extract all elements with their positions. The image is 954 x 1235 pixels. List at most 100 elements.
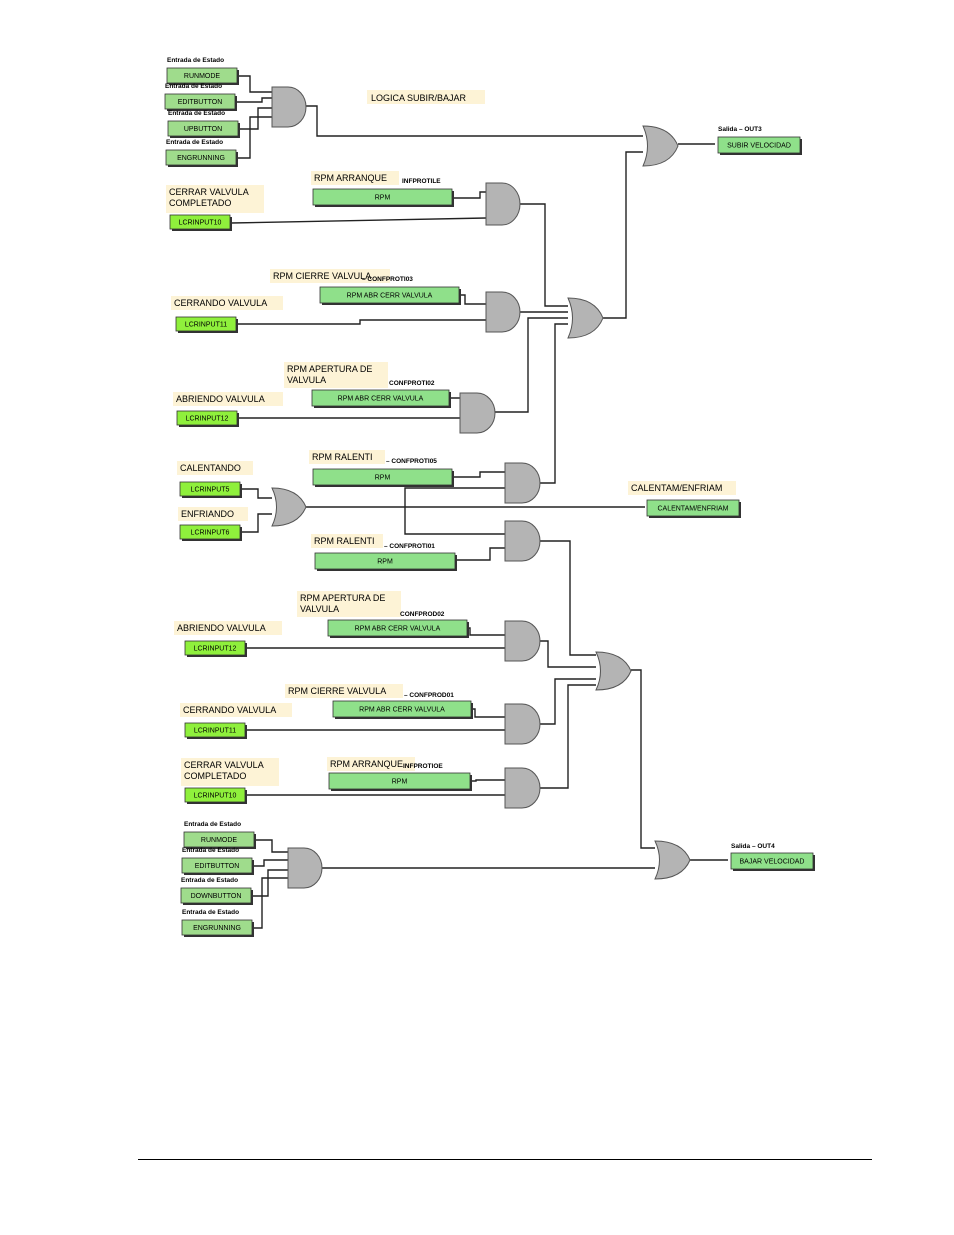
param-block-label: RPM <box>375 474 391 481</box>
note-label: RPM RALENTI <box>309 450 385 464</box>
note-line: CERRANDO VALVULA <box>174 298 267 308</box>
or-gate <box>654 840 691 880</box>
state-input-block-label: EDITBUTTON <box>195 863 240 870</box>
param-tag: INFPROTIOE <box>403 763 443 770</box>
state-input-caption: Entrada de Estado <box>182 909 239 916</box>
title-note-bg <box>367 90 485 104</box>
note-line: RPM CIERRE VALVULA <box>288 686 386 696</box>
param-block: RPM ABR CERR VALVULA <box>311 389 451 408</box>
note-line: COMPLETADO <box>169 198 231 208</box>
param-block-label: RPM ABR CERR VALVULA <box>359 706 445 713</box>
note-line: RPM ARRANQUE <box>314 173 387 183</box>
note-label: CALENTAM/ENFRIAM <box>628 481 736 495</box>
note-label: ENFRIANDO <box>178 507 248 521</box>
and-gate <box>504 703 541 745</box>
digital-input-block-label: LCRINPUT10 <box>194 792 237 799</box>
note-line: CALENTANDO <box>180 463 241 473</box>
output-caption: Salida – OUT3 <box>718 126 762 133</box>
output-block-label: SUBIR VELOCIDAD <box>727 142 791 149</box>
or-gate <box>567 297 604 339</box>
output-caption: Salida – OUT4 <box>731 843 775 850</box>
note-label: RPM CIERRE VALVULA <box>270 269 390 283</box>
state-input-block: EDITBUTTON <box>181 857 254 875</box>
output-block-label: CALENTAM/ENFRIAM <box>657 505 728 512</box>
state-input-block-label: RUNMODE <box>201 837 237 844</box>
state-input-caption: Entrada de Estado <box>165 83 222 90</box>
param-block-label: RPM <box>375 194 391 201</box>
and-gate <box>485 182 521 226</box>
param-block-label: RPM ABR CERR VALVULA <box>347 292 433 299</box>
wires <box>230 75 728 929</box>
digital-input-block: LCRINPUT12 <box>184 640 247 657</box>
param-tag: – CONFPROTI05 <box>386 458 437 465</box>
output-block: BAJAR VELOCIDAD <box>730 852 815 871</box>
note-line: RPM RALENTI <box>312 452 373 462</box>
param-tag: – CONFPROTI01 <box>384 543 435 550</box>
digital-input-block-label: LCRINPUT11 <box>185 321 227 328</box>
state-input-block-label: RUNMODE <box>184 73 220 80</box>
digital-input-block: LCRINPUT6 <box>179 524 242 541</box>
note-line: CERRANDO VALVULA <box>183 705 276 715</box>
param-tag: CONFPROD02 <box>400 611 445 618</box>
and-gate <box>459 392 496 434</box>
note-label: RPM CIERRE VALVULA <box>285 684 403 698</box>
digital-input-block: LCRINPUT10 <box>184 787 247 804</box>
note-line: RPM APERTURA DE <box>287 364 372 374</box>
param-tag: – CONFPROD01 <box>404 692 454 699</box>
note-line: RPM APERTURA DE <box>300 593 385 603</box>
and-gate <box>287 847 323 889</box>
state-input-block: ENGRUNNING <box>181 919 254 937</box>
digital-input-block: LCRINPUT10 <box>169 214 232 231</box>
param-block: RPM ABR CERR VALVULA <box>327 619 469 638</box>
param-block-label: RPM ABR CERR VALVULA <box>355 625 441 632</box>
digital-input-block: LCRINPUT11 <box>184 722 247 739</box>
note-line: RPM CIERRE VALVULA <box>273 271 371 281</box>
state-input-caption: Entrada de Estado <box>182 847 239 854</box>
note-line: ABRIENDO VALVULA <box>177 623 266 633</box>
state-input-block-label: ENGRUNNING <box>193 925 241 932</box>
param-tag: INFPROTILE <box>402 178 441 185</box>
state-input-block: RUNMODE <box>166 67 239 85</box>
digital-input-block-label: LCRINPUT12 <box>186 415 229 422</box>
output-block: CALENTAM/ENFRIAM <box>646 499 741 518</box>
state-input-block: ENGRUNNING <box>165 149 238 167</box>
param-block: RPM <box>312 468 454 487</box>
note-line: CERRAR VALVULA <box>169 187 249 197</box>
note-line: CALENTAM/ENFRIAM <box>631 483 722 493</box>
or-gate <box>595 651 632 691</box>
digital-input-block-label: LCRINPUT5 <box>191 486 230 493</box>
note-line: CERRAR VALVULA <box>184 760 264 770</box>
param-block: RPM <box>328 772 472 791</box>
digital-input-block-label: LCRINPUT6 <box>191 529 230 536</box>
note-label: RPM ARRANQUE <box>327 757 415 771</box>
and-gate <box>271 86 307 128</box>
digital-input-block: LCRINPUT5 <box>179 481 242 498</box>
note-line: VALVULA <box>287 375 326 385</box>
and-gate <box>504 620 541 662</box>
state-input-caption: Entrada de Estado <box>181 877 238 884</box>
and-gate <box>504 462 541 504</box>
output-block-label: BAJAR VELOCIDAD <box>740 858 805 865</box>
param-block-label: RPM <box>377 558 393 565</box>
output-block: SUBIR VELOCIDAD <box>717 136 802 155</box>
note-label: RPM ARRANQUE <box>311 171 399 185</box>
note-label: ABRIENDO VALVULA <box>174 621 282 635</box>
digital-input-block-label: LCRINPUT12 <box>194 645 237 652</box>
state-input-block-label: UPBUTTON <box>184 126 222 133</box>
digital-inputs: LCRINPUT10LCRINPUT11LCRINPUT12LCRINPUT5L… <box>169 214 247 804</box>
or-gate <box>271 487 307 527</box>
digital-input-block: LCRINPUT11 <box>175 316 238 333</box>
state-input-caption: Entrada de Estado <box>166 139 223 146</box>
digital-input-block: LCRINPUT12 <box>176 410 239 427</box>
param-block: RPM <box>314 552 457 571</box>
param-blocks: RPM INFPROTILE RPM ABR CERR VALVULA – CONFP… <box>311 178 473 791</box>
param-block: RPM ABR CERR VALVULA <box>319 286 461 305</box>
note-label: RPM RALENTI <box>311 534 383 548</box>
note-label: CALENTANDO <box>177 461 253 475</box>
state-input-block: DOWNBUTTON <box>180 887 253 905</box>
or-gate <box>642 125 679 167</box>
